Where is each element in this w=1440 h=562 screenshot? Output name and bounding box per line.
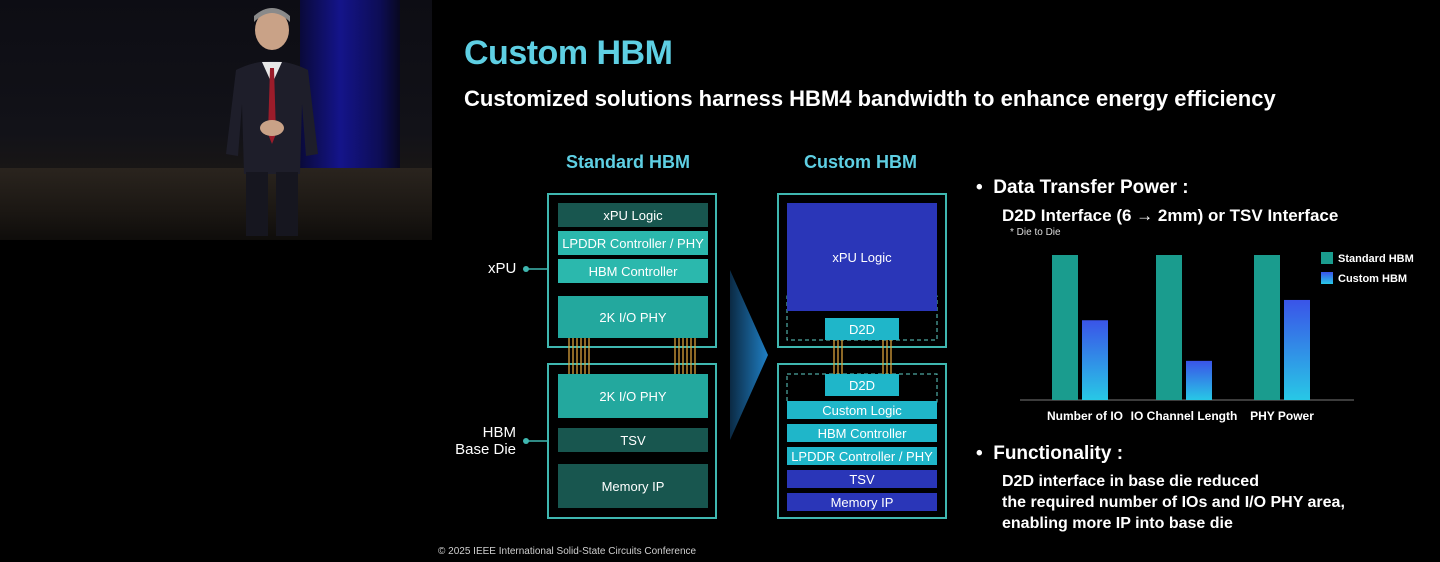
- bar-standard-io-channel-length: [1156, 255, 1182, 400]
- category-label-0: Number of IO: [1047, 409, 1123, 423]
- custom-lpddr-block: LPDDR Controller / PHY: [787, 447, 937, 465]
- bar-standard-number-of-io: [1052, 255, 1078, 400]
- standard-base-phy-block: 2K I/O PHY: [558, 374, 708, 418]
- transform-arrow: [730, 270, 768, 440]
- functionality-line-3: enabling more IP into base die: [1002, 515, 1233, 532]
- custom-base-d2d-block: D2D: [825, 374, 899, 396]
- speaker-video: [0, 0, 432, 240]
- standard-xpu-logic-block: xPU Logic: [558, 203, 708, 227]
- standard-hbm-title: Standard HBM: [566, 152, 691, 172]
- legend-label-1: Custom HBM: [1338, 273, 1407, 285]
- bullet-1-text: Data Transfer Power :: [993, 177, 1189, 198]
- standard-memory-ip-block: Memory IP: [558, 464, 708, 508]
- bar-custom-io-channel-length: [1186, 360, 1212, 400]
- bullet-functionality: • Functionality :: [976, 443, 1124, 464]
- category-label-2: PHY Power: [1250, 409, 1314, 423]
- standard-xpu-outline: [547, 193, 717, 348]
- functionality-line-1: D2D interface in base die reduced: [1002, 473, 1259, 490]
- stage-floor: [0, 168, 432, 240]
- functionality-line-2: the required number of IOs and I/O PHY a…: [1002, 494, 1345, 511]
- custom-hbm-title: Custom HBM: [804, 152, 917, 172]
- bar-custom-number-of-io: [1082, 320, 1108, 400]
- custom-base-outline: [777, 363, 947, 519]
- custom-hbm-controller-block: HBM Controller: [787, 424, 937, 442]
- custom-xpu-outline: [777, 193, 947, 348]
- standard-tsv-block: TSV: [558, 428, 708, 452]
- category-label-1: IO Channel Length: [1131, 409, 1238, 423]
- legend-swatch-1: [1321, 272, 1333, 284]
- legend-label-0: Standard HBM: [1338, 253, 1414, 265]
- functionality-description: D2D interface in base die reduced the re…: [1002, 471, 1402, 534]
- presentation-slide: Custom HBM Customized solutions harness …: [432, 0, 1440, 562]
- slide-subtitle: Customized solutions harness HBM4 bandwi…: [464, 86, 1276, 111]
- standard-xpu-phy-block: 2K I/O PHY: [558, 296, 708, 338]
- die-to-die-note: * Die to Die: [1010, 227, 1061, 238]
- base-die-label: Base Die: [455, 441, 516, 458]
- custom-xpu-d2d-block: D2D: [825, 318, 899, 340]
- bar-standard-phy-power: [1254, 255, 1280, 400]
- bar-custom-phy-power: [1284, 299, 1310, 400]
- custom-xpu-logic-block: xPU Logic: [787, 203, 937, 311]
- standard-lpddr-block: LPDDR Controller / PHY: [558, 231, 708, 255]
- xpu-label: xPU: [488, 260, 517, 277]
- custom-d2d-wires: [833, 338, 892, 378]
- d2d-interface-text: D2D Interface (6 → 2mm) or TSV Interface: [1002, 206, 1339, 225]
- custom-tsv-block: TSV: [787, 470, 937, 488]
- hbm-label: HBM: [482, 424, 516, 441]
- speaker-figure: [226, 8, 318, 236]
- custom-logic-block: Custom Logic: [787, 401, 937, 419]
- slide-title: Custom HBM: [464, 34, 673, 72]
- bullet-data-transfer-power: • Data Transfer Power :: [976, 177, 1189, 198]
- custom-memory-ip-block: Memory IP: [787, 493, 937, 511]
- bullet-2-text: Functionality :: [993, 443, 1124, 464]
- power-bar-chart: Number of IO IO Channel Length PHY Power St…: [1020, 252, 1414, 423]
- standard-hbm-controller-block: HBM Controller: [558, 259, 708, 283]
- copyright-footer: © 2025 IEEE International Solid-State Ci…: [438, 546, 697, 557]
- legend-swatch-0: [1321, 252, 1333, 264]
